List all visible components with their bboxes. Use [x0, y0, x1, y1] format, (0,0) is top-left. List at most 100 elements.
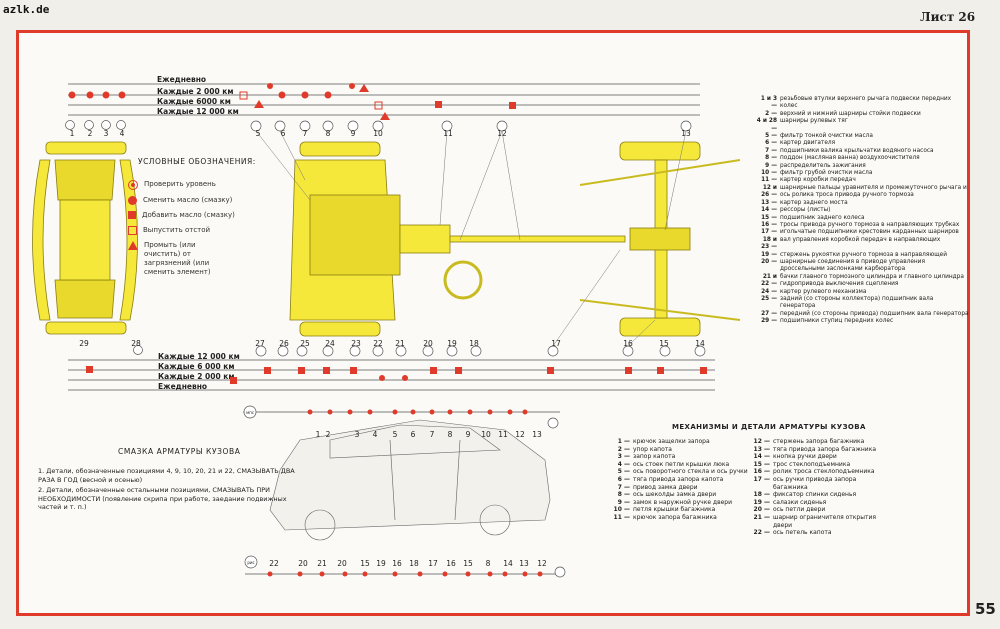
- list-item-text: картер рулевого механизма: [780, 288, 867, 295]
- list-item-number: 6 —: [617, 475, 630, 483]
- list-item: 16 —тросы привода ручного тормоза в напр…: [755, 222, 970, 229]
- body-callout-number: 2: [326, 430, 331, 439]
- list-item-text: привод замка двери: [633, 483, 698, 491]
- list-item-number: 6 —: [765, 140, 777, 147]
- list-item: 19 —салазки сиденья: [752, 499, 887, 507]
- list-item-text: шарнир ограничителя открытия двери: [773, 513, 876, 529]
- list-item-number: 3 —: [617, 453, 630, 461]
- list-item: 11 —картер коробки передач: [755, 177, 970, 184]
- list-item-text: крючок запора багажника: [633, 513, 717, 521]
- list-item: 12 —стержень запора багажника: [752, 438, 887, 446]
- body-callout-number: 13: [532, 430, 542, 439]
- list-item-text: поддон (масляная ванна) воздухоочистител…: [780, 155, 920, 162]
- top-callouts: [65, 120, 692, 132]
- legend-label: Проверить уровень: [144, 180, 216, 188]
- list-item-number: 5 —: [617, 468, 630, 476]
- chassis-parts-list: 1 и 3 —резьбовые втулки верхнего рычага …: [755, 96, 970, 326]
- list-item-text: шарниры рулевых тяг: [780, 118, 848, 125]
- callout-number: 20: [423, 339, 433, 348]
- car-body-outline: [269, 419, 551, 541]
- legend-item: Выпустить отстой: [128, 226, 248, 235]
- list-item-number: 27 —: [761, 310, 777, 317]
- callout-number: 15: [659, 339, 669, 348]
- list-item-text: фиксатор спинки сиденья: [773, 491, 857, 499]
- list-item-text: передний (со стороны привода) подшипник …: [780, 310, 969, 317]
- callout-number: 28: [131, 339, 141, 348]
- callout-number: 26: [279, 339, 289, 348]
- list-item-text: подшипники валика крыльчатки водяного на…: [780, 147, 934, 154]
- list-item: 7 —привод замка двери: [612, 484, 752, 492]
- list-item-text: картер коробки передач: [780, 177, 856, 184]
- list-item-number: 17 —: [761, 229, 777, 236]
- body-callout-number: 4: [373, 430, 378, 439]
- list-item-number: 1 —: [617, 438, 630, 445]
- list-item-number: 1 и 3 —: [760, 96, 777, 110]
- list-item: 2 —верхний и нижний шарниры стойки подве…: [755, 111, 970, 118]
- callout-number: 29: [79, 339, 89, 348]
- callout-number: 7: [303, 129, 308, 138]
- list-item: 9 —распределитель зажигания: [755, 163, 970, 170]
- list-item: 29 —подшипники ступиц передних колес: [755, 318, 970, 325]
- body-callout-number: 3: [355, 430, 360, 439]
- callout-number: 10: [373, 129, 383, 138]
- list-item: 12 и 26 —шарнирные пальцы уравнителя и п…: [755, 185, 970, 200]
- list-item: 8 —поддон (масляная ванна) воздухоочисти…: [755, 155, 970, 162]
- list-item-number: 18 —: [753, 491, 770, 499]
- list-item: 27 —передний (со стороны привода) подшип…: [755, 311, 970, 318]
- add-oil-icon: [128, 211, 136, 219]
- bottom-callouts: [133, 345, 706, 357]
- callout-number: 11: [443, 129, 453, 138]
- list-item-number: 10 —: [761, 170, 777, 177]
- frequency-lines-bottom: [68, 359, 715, 391]
- body-callout-number: 17: [428, 559, 438, 568]
- list-item: 20 —ось петли двери: [752, 506, 887, 514]
- body-callout-number: 13: [519, 559, 529, 568]
- change-oil-icon: [128, 196, 137, 205]
- bottom-markers: [86, 366, 707, 384]
- callout-number: 12: [497, 129, 507, 138]
- list-item: 24 —картер рулевого механизма: [755, 289, 970, 296]
- list-item-number: 19 —: [761, 251, 777, 258]
- legend-item: Проверить уровень: [128, 180, 248, 190]
- list-item-number: 2 —: [765, 110, 777, 117]
- list-item-text: фильтр тонкой очистки масла: [780, 133, 873, 140]
- body-callout-number: 15: [463, 559, 473, 568]
- body-callout-number: 12: [515, 430, 525, 439]
- callout-number: 8: [326, 129, 331, 138]
- body-callout-number: 11: [498, 430, 508, 439]
- body-callout-number: 15: [360, 559, 370, 568]
- body-callout-number: 20: [337, 559, 347, 568]
- list-item: 20 —шарнирные соединения в приводе управ…: [755, 259, 970, 274]
- lubrication-title: СМАЗКА АРМАТУРЫ КУЗОВА: [118, 447, 241, 456]
- list-item: 15 —подшипник заднего колеса: [755, 215, 970, 222]
- list-item-text: ось стоек петли крышки люка: [633, 460, 730, 468]
- list-item-number: 9 —: [617, 498, 630, 506]
- list-item-number: 7 —: [765, 147, 777, 154]
- body-callout-number: 10: [481, 430, 491, 439]
- body-markers: [267, 409, 543, 577]
- list-item-text: ролик троса стеклоподъемника: [773, 468, 875, 476]
- list-item-text: ось шеколды замка двери: [633, 491, 717, 499]
- list-item-number: 15 —: [761, 214, 777, 221]
- legend: Проверить уровень Сменить масло (смазку)…: [128, 180, 248, 277]
- list-item: 3 —запор капота: [612, 453, 752, 461]
- list-item-number: 19 —: [753, 498, 770, 506]
- lubrication-note-2: 2. Детали, обозначенные остальными позиц…: [38, 486, 287, 511]
- list-item: 13 —картер заднего моста: [755, 200, 970, 207]
- body-callout-number: 6: [411, 430, 416, 439]
- list-item: 10 —петля крышки багажника: [612, 506, 752, 514]
- callout-number: 3: [104, 129, 109, 138]
- list-item-number: 20 —: [761, 258, 777, 265]
- list-item-number: 15 —: [753, 460, 770, 468]
- freq-2000-top: Каждые 2 000 км: [157, 87, 234, 96]
- callout-number: 1: [70, 129, 75, 138]
- callout-number: 22: [373, 339, 383, 348]
- check-level-icon: [128, 180, 138, 190]
- list-item-number: 16 —: [753, 468, 770, 476]
- callout-number: 17: [551, 339, 561, 348]
- list-item-number: 29 —: [761, 318, 777, 325]
- body-tag-circles: [243, 405, 566, 578]
- list-item-number: 25 —: [761, 295, 777, 302]
- list-item: 4 и 28 —шарниры рулевых тяг: [755, 118, 970, 133]
- list-item-text: шарнирные соединения в приводе управлени…: [780, 258, 925, 273]
